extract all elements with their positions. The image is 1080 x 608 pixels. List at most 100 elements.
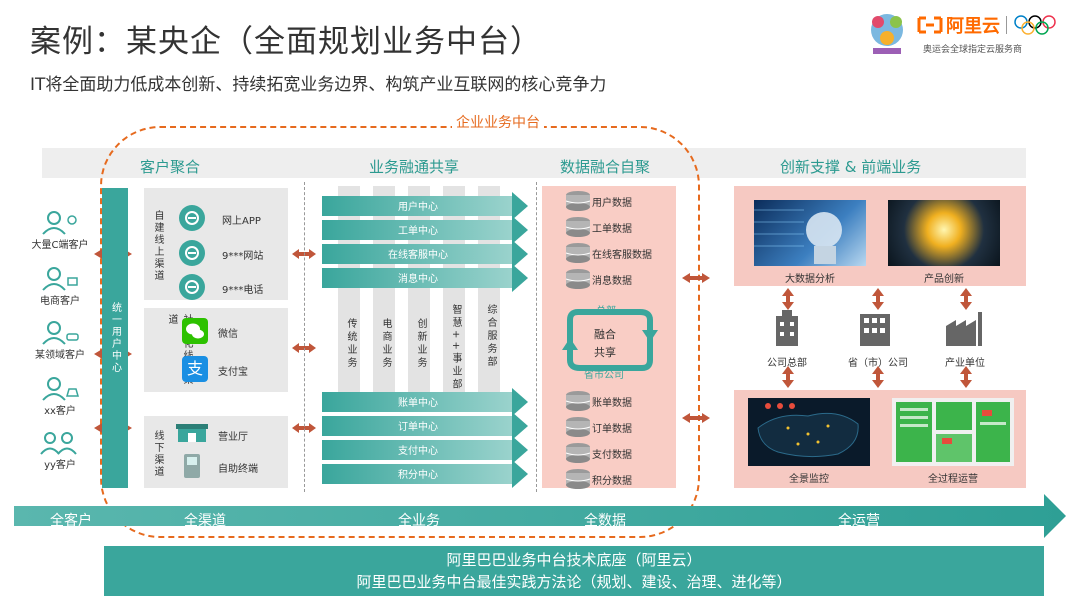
brand-tagline: 奥运会全球指定云服务商 — [923, 45, 1023, 55]
olympic-rings-icon — [1014, 15, 1056, 35]
data-item: 积分数据 — [564, 468, 632, 490]
center-arrow: 订单中心 — [322, 412, 528, 440]
page-title: 案例：某央企（全面规划业务中台） — [30, 24, 542, 60]
customer-item: yy客户 — [20, 430, 100, 471]
aliyun-logo-icon — [917, 16, 943, 34]
data-item: 账单数据 — [564, 390, 632, 412]
data-connector-arrows — [682, 273, 710, 423]
cycle-center-label: 融合 — [594, 328, 616, 341]
org-label: 公司总部 — [767, 358, 807, 369]
page-subtitle: IT将全面助力低成本创新、持续拓宽业务边界、构筑产业互联网的核心竞争力 — [30, 75, 607, 95]
channel-self-built — [144, 188, 288, 300]
panorama-monitor-image — [748, 398, 870, 466]
scope-label: 全渠道 — [184, 513, 226, 529]
cycle-bottom-label: 省市公司 — [584, 370, 624, 381]
scope-label: 全运营 — [838, 513, 880, 529]
wechat-icon — [182, 318, 208, 344]
data-item: 在线客服数据 — [564, 242, 652, 264]
business-column-label: 电商业务 — [380, 318, 391, 370]
org-label: 省（市）公司 — [848, 358, 908, 369]
user-solar-icon — [42, 377, 79, 401]
fusion-cycle-icon — [562, 309, 658, 371]
data-item: 工单数据 — [564, 216, 632, 238]
data-item: 消息数据 — [564, 268, 632, 290]
database-icon — [565, 269, 591, 289]
alipay-icon: 支 — [182, 356, 208, 382]
user-car-icon — [42, 321, 79, 345]
kiosk-icon — [180, 452, 204, 480]
cycle-center-label: 共享 — [594, 346, 616, 359]
channel-offline-label: 线下渠道 — [152, 430, 163, 478]
product-innovation-label: 产品创新 — [924, 274, 964, 285]
customer-item: xx客户 — [20, 376, 100, 417]
channel-item-label: 营业厅 — [218, 432, 248, 443]
cycle-top-label: 总部 — [596, 306, 616, 317]
channel-connector-arrows — [292, 249, 316, 433]
divider — [304, 182, 305, 492]
user-bulb-icon — [42, 211, 77, 235]
database-icon — [565, 217, 591, 237]
foundation-line: 阿里巴巴业务中台技术底座（阿里云） — [446, 551, 702, 569]
channel-social-label: 社会化线上渠道 — [166, 314, 192, 386]
channel-offline — [144, 416, 288, 488]
office-building-icon — [860, 314, 890, 346]
panorama-monitor-label: 全景监控 — [789, 474, 829, 485]
section-innovation-title: 创新支撑 & 前端业务 — [780, 158, 922, 176]
center-arrow: 账单中心 — [322, 388, 528, 416]
divider — [536, 182, 537, 492]
factory-icon — [946, 312, 982, 346]
brand-name: 阿里云 — [946, 16, 1000, 37]
storefront-icon — [176, 422, 208, 444]
foundation-banner: 阿里巴巴业务中台技术底座（阿里云） 阿里巴巴业务中台最佳实践方法论（规划、建设、… — [104, 546, 1044, 596]
database-icon — [565, 417, 591, 437]
building-icon — [776, 310, 798, 346]
section-business-title: 业务融通共享 — [369, 158, 460, 176]
user-group-icon — [40, 432, 77, 455]
center-arrow: 支付中心 — [322, 436, 528, 464]
data-item: 支付数据 — [564, 442, 632, 464]
center-arrow: 消息中心 — [322, 264, 528, 292]
channel-item-label: 微信 — [218, 329, 238, 340]
channel-social — [144, 308, 288, 392]
business-column-label: 智慧++事业部 — [450, 304, 461, 392]
database-icon — [565, 243, 591, 263]
vertical-double-arrows — [782, 288, 972, 388]
big-data-image — [754, 200, 866, 266]
middle-platform-label: 企业业务中台 — [452, 112, 544, 132]
center-arrow: 积分中心 — [322, 460, 528, 488]
database-icon — [565, 391, 591, 411]
website-icon — [179, 240, 205, 266]
database-icon — [565, 191, 591, 211]
center-arrow: 工单中心 — [322, 216, 528, 244]
database-icon — [565, 443, 591, 463]
customer-item: 电商客户 — [20, 266, 100, 307]
channel-self-built-label: 自建线上渠道 — [152, 210, 163, 282]
center-arrow: 用户中心 — [322, 192, 528, 220]
channel-item-label: 自助终端 — [218, 464, 258, 475]
scope-label: 全业务 — [398, 513, 440, 529]
business-column-label: 创新业务 — [415, 318, 426, 370]
phone-icon — [179, 274, 205, 300]
data-item: 用户数据 — [564, 190, 632, 212]
app-icon — [179, 205, 205, 231]
middle-platform-zone — [100, 126, 700, 538]
data-item: 订单数据 — [564, 416, 632, 438]
full-scope-arrow — [14, 494, 1066, 538]
customer-item: 某领域客户 — [20, 320, 100, 361]
channel-item-label: 支付宝 — [218, 367, 248, 378]
section-header-band — [42, 148, 1026, 178]
brand-logo-area: 阿里云 奥运会全球指定云服务商 — [863, 8, 1068, 60]
foundation-line: 阿里巴巴业务中台最佳实践方法论（规划、建设、治理、进化等） — [356, 573, 792, 591]
scope-label: 全数据 — [584, 513, 626, 529]
operations-dashboard-image — [892, 398, 1014, 466]
section-data-title: 数据融合自聚 — [560, 158, 651, 176]
user-cart-icon — [42, 267, 78, 291]
channel-item-label: 9***电话 — [222, 285, 264, 296]
scope-label: 全客户 — [50, 513, 92, 529]
database-icon — [565, 469, 591, 489]
center-arrow: 在线客服中心 — [322, 240, 528, 268]
org-label: 产业单位 — [945, 358, 985, 369]
unified-user-center: 统一用户中心 — [102, 188, 128, 488]
big-data-label: 大数据分析 — [785, 274, 835, 285]
business-column-label: 综合服务部 — [485, 304, 496, 369]
